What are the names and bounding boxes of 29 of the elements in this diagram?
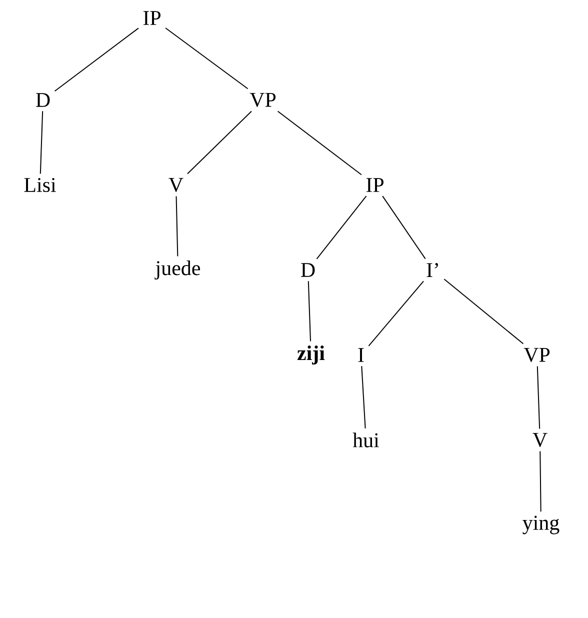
tree-branch <box>536 366 540 430</box>
tree-branch <box>308 280 312 342</box>
tree-label: ying <box>522 516 560 534</box>
tree-branch <box>187 110 252 174</box>
tree-branch <box>165 28 248 90</box>
tree-label: IP <box>143 11 160 25</box>
tree-label: juede <box>154 260 200 280</box>
tree-branch <box>540 450 542 512</box>
tree-label: D <box>301 263 315 277</box>
tree-branch <box>444 278 524 344</box>
tree-label: D <box>36 93 50 107</box>
tree-label: IP <box>366 178 384 192</box>
tree-label: V <box>168 178 184 192</box>
tree-label: VP <box>250 92 276 108</box>
tree-branch <box>368 280 424 346</box>
tree-label: V <box>532 432 548 448</box>
tree-label: I <box>358 348 364 362</box>
tree-label: VP <box>524 348 550 362</box>
tree-branch <box>40 110 44 174</box>
tree-branch <box>176 196 178 257</box>
tree-branch <box>361 366 366 429</box>
tree-label: hui <box>352 432 380 448</box>
tree-branch <box>277 110 362 176</box>
tree-branch <box>316 196 367 260</box>
tree-branch <box>54 28 139 92</box>
tree-label: ziji <box>297 345 325 365</box>
tree-label: Lisi <box>24 178 56 192</box>
tree-label: I’ <box>426 263 438 277</box>
tree-branch <box>382 196 426 260</box>
